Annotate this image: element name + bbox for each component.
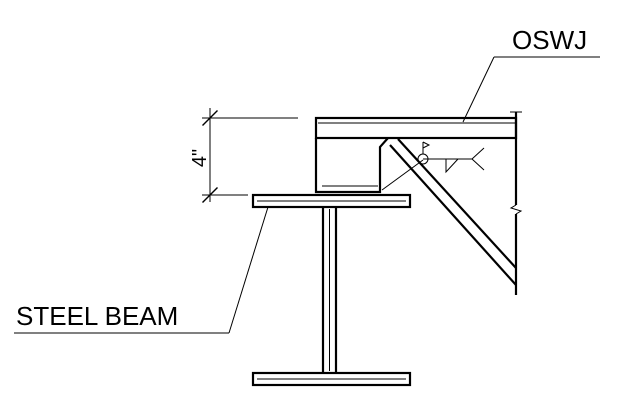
weld-symbol xyxy=(381,141,485,191)
steel-beam-label: STEEL BEAM xyxy=(16,301,178,331)
oswj-label: OSWJ xyxy=(512,25,587,55)
dimension-text: 4" xyxy=(189,149,211,167)
steel-beam-callout: STEEL BEAM xyxy=(14,206,269,334)
bearing-dimension: 4" xyxy=(189,108,298,203)
steel-beam xyxy=(251,193,412,387)
oswj-callout: OSWJ xyxy=(462,25,600,123)
oswj-joist xyxy=(314,111,523,295)
